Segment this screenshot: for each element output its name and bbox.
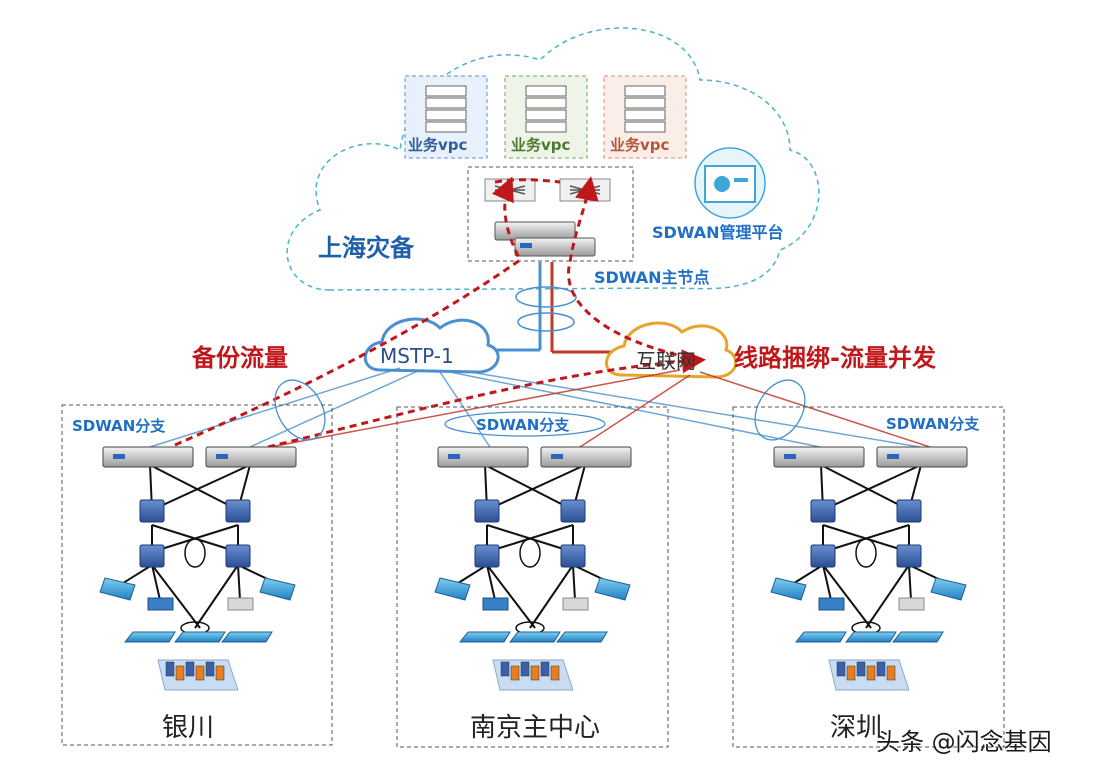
- site-label-shenzhen: 深圳: [830, 713, 883, 743]
- switch-icon: [474, 544, 500, 568]
- server-icon: [147, 597, 174, 611]
- switch-icon: [896, 499, 922, 523]
- server-icon: [818, 597, 845, 611]
- main-node-box: [467, 166, 634, 262]
- branch-box-shenzhen: [732, 406, 1005, 748]
- sdwan-device: [876, 446, 968, 468]
- sdwan-device: [102, 446, 194, 468]
- switch-icon: [560, 499, 586, 523]
- branch-tag-3: SDWAN分支: [886, 415, 980, 433]
- access-switch-icon: [220, 631, 273, 643]
- security-appliance-icon: [434, 577, 471, 601]
- security-appliance-icon: [594, 577, 631, 601]
- access-switch-icon: [173, 631, 226, 643]
- backup-traffic-label: 备份流量: [192, 344, 288, 372]
- access-switch-icon: [794, 631, 847, 643]
- vpc-label-1: 业务vpc: [408, 136, 468, 154]
- sdwan-device: [773, 446, 865, 468]
- access-switch-icon: [123, 631, 176, 643]
- access-switch-icon: [844, 631, 897, 643]
- site-label-yinchuan: 银川: [162, 713, 215, 743]
- security-appliance-icon: [259, 577, 296, 601]
- backup-traffic-paths: [174, 176, 706, 449]
- switch-icon: [810, 499, 836, 523]
- vpc-label-3: 业务vpc: [610, 136, 670, 154]
- site-label-nanjing: 南京主中心: [470, 713, 601, 743]
- branch-box-yinchuan: [61, 404, 333, 746]
- line-bonding-label: 线路捆绑-流量并发: [734, 344, 936, 372]
- branch-topology-3: [770, 446, 968, 691]
- branch-topology-2: [434, 446, 632, 691]
- security-appliance-icon: [99, 577, 136, 601]
- mstp-label: MSTP-1: [380, 344, 454, 368]
- access-switch-icon: [891, 631, 944, 643]
- switch-icon: [225, 499, 251, 523]
- server-icon: [898, 597, 925, 611]
- switch-icon: [139, 544, 165, 568]
- dr-cloud-outline: [286, 27, 820, 291]
- mgmt-platform-icon: [694, 147, 766, 219]
- internet-label: 互联网: [636, 349, 696, 373]
- branch-box-nanjing: [396, 406, 669, 748]
- server-icon: [227, 597, 254, 611]
- mgmt-platform-label: SDWAN管理平台: [652, 223, 784, 242]
- mstp-links: [149, 367, 921, 448]
- sdwan-device: [437, 446, 529, 468]
- access-switch-icon: [458, 631, 511, 643]
- vpc-label-2: 业务vpc: [511, 136, 571, 154]
- access-switch-icon: [508, 631, 561, 643]
- switch-icon: [810, 544, 836, 568]
- switch-icon: [560, 544, 586, 568]
- watermark: 头条 @闪念基因: [876, 728, 1052, 756]
- switch-icon: [225, 544, 251, 568]
- vpc-box-3: [603, 75, 687, 159]
- switch-icon: [896, 544, 922, 568]
- vpc-box-1: [404, 75, 488, 159]
- sdwan-device: [540, 446, 632, 468]
- security-appliance-icon: [930, 577, 967, 601]
- mstp-cloud: [363, 317, 500, 374]
- security-appliance-icon: [770, 577, 807, 601]
- dr-site-title: 上海灾备: [318, 234, 414, 262]
- main-node-label: SDWAN主节点: [594, 268, 710, 287]
- switch-icon: [139, 499, 165, 523]
- server-icon: [562, 597, 589, 611]
- access-switch-icon: [555, 631, 608, 643]
- switch-icon: [474, 499, 500, 523]
- branch-tag-2: SDWAN分支: [476, 416, 570, 434]
- branch-tag-1: SDWAN分支: [72, 417, 166, 435]
- vpc-box-2: [504, 75, 588, 159]
- sdwan-device: [205, 446, 297, 468]
- main-sdwan-device: [494, 221, 596, 257]
- branch-topology-1: [99, 446, 297, 691]
- server-icon: [482, 597, 509, 611]
- internet-links: [269, 369, 931, 448]
